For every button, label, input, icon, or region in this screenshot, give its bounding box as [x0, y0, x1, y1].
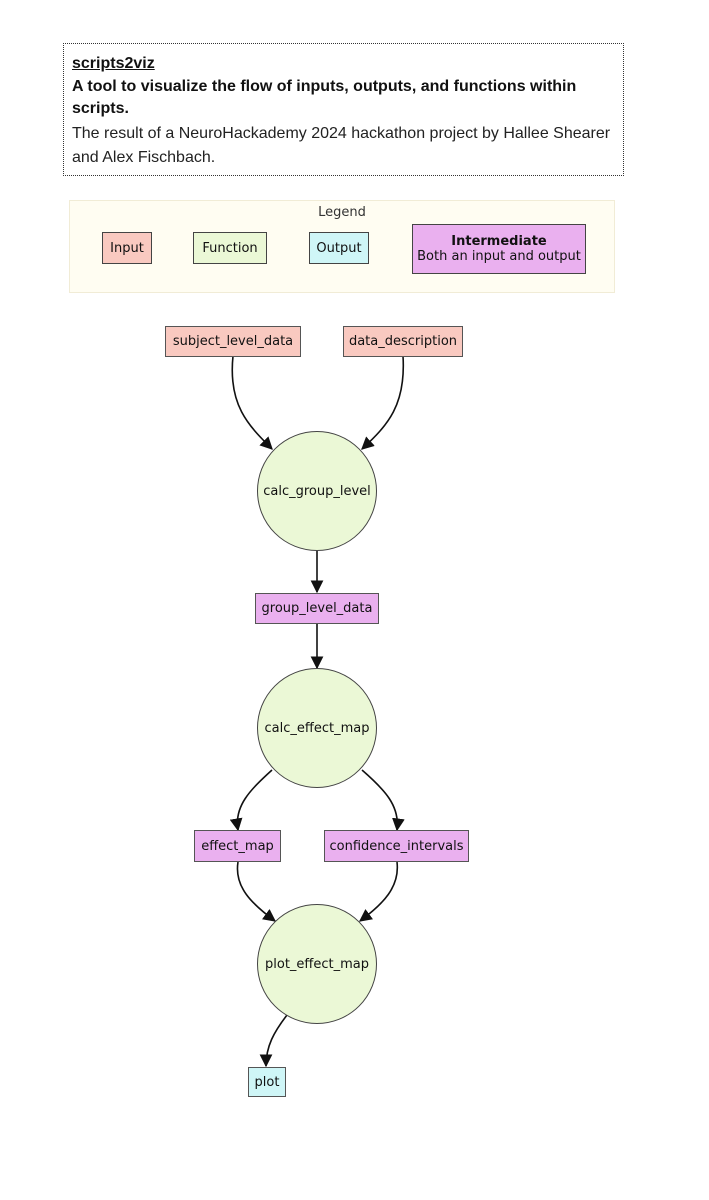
node-subject-level-data: subject_level_data — [165, 326, 301, 357]
page-subtitle: A tool to visualize the flow of inputs, … — [72, 78, 577, 117]
node-plot-effect-map: plot_effect_map — [257, 904, 377, 1024]
node-effect-map: effect_map — [194, 830, 281, 862]
legend-output-label: Output — [316, 240, 362, 256]
legend: Legend Input Function Output Intermediat… — [69, 200, 615, 293]
edge-confidence-to-plot-fn — [358, 861, 399, 922]
edge-calc-effect-to-confidence — [361, 769, 405, 832]
legend-function: Function — [193, 232, 267, 264]
page-title: scripts2viz — [72, 55, 155, 72]
node-effect-map-label: effect_map — [201, 838, 274, 854]
edge-effect-map-to-plot-fn — [236, 861, 277, 922]
node-plot: plot — [248, 1067, 286, 1097]
legend-input: Input — [102, 232, 152, 264]
node-calc-group-level: calc_group_level — [257, 431, 377, 551]
legend-title: Legend — [318, 205, 366, 220]
node-calc-effect-map: calc_effect_map — [257, 668, 377, 788]
legend-intermediate-desc: Both an input and output — [417, 249, 581, 264]
node-data-description: data_description — [343, 326, 463, 357]
node-plot-effect-map-label: plot_effect_map — [265, 956, 369, 972]
node-calc-effect-map-label: calc_effect_map — [264, 720, 370, 736]
page-description: The result of a NeuroHackademy 2024 hack… — [72, 125, 611, 166]
edge-description-to-calc-group — [361, 355, 405, 450]
legend-intermediate-label: Intermediate — [451, 234, 547, 249]
node-confidence-intervals: confidence_intervals — [324, 830, 469, 862]
node-calc-group-level-label: calc_group_level — [263, 483, 371, 499]
node-subject-level-data-label: subject_level_data — [172, 334, 294, 349]
header-box: scripts2viz A tool to visualize the flow… — [63, 43, 624, 176]
legend-function-label: Function — [202, 240, 258, 256]
edge-calc-effect-to-effect-map — [229, 769, 273, 832]
edge-subject-to-calc-group — [231, 355, 273, 450]
legend-input-label: Input — [110, 240, 144, 256]
legend-output: Output — [309, 232, 369, 264]
edge-plot-fn-to-plot — [259, 1014, 288, 1068]
legend-intermediate: Intermediate Both an input and output — [412, 224, 586, 274]
node-confidence-intervals-label: confidence_intervals — [329, 838, 464, 854]
node-group-level-data: group_level_data — [255, 593, 379, 624]
node-data-description-label: data_description — [348, 334, 458, 349]
node-group-level-data-label: group_level_data — [261, 601, 373, 616]
node-plot-label: plot — [254, 1074, 280, 1090]
